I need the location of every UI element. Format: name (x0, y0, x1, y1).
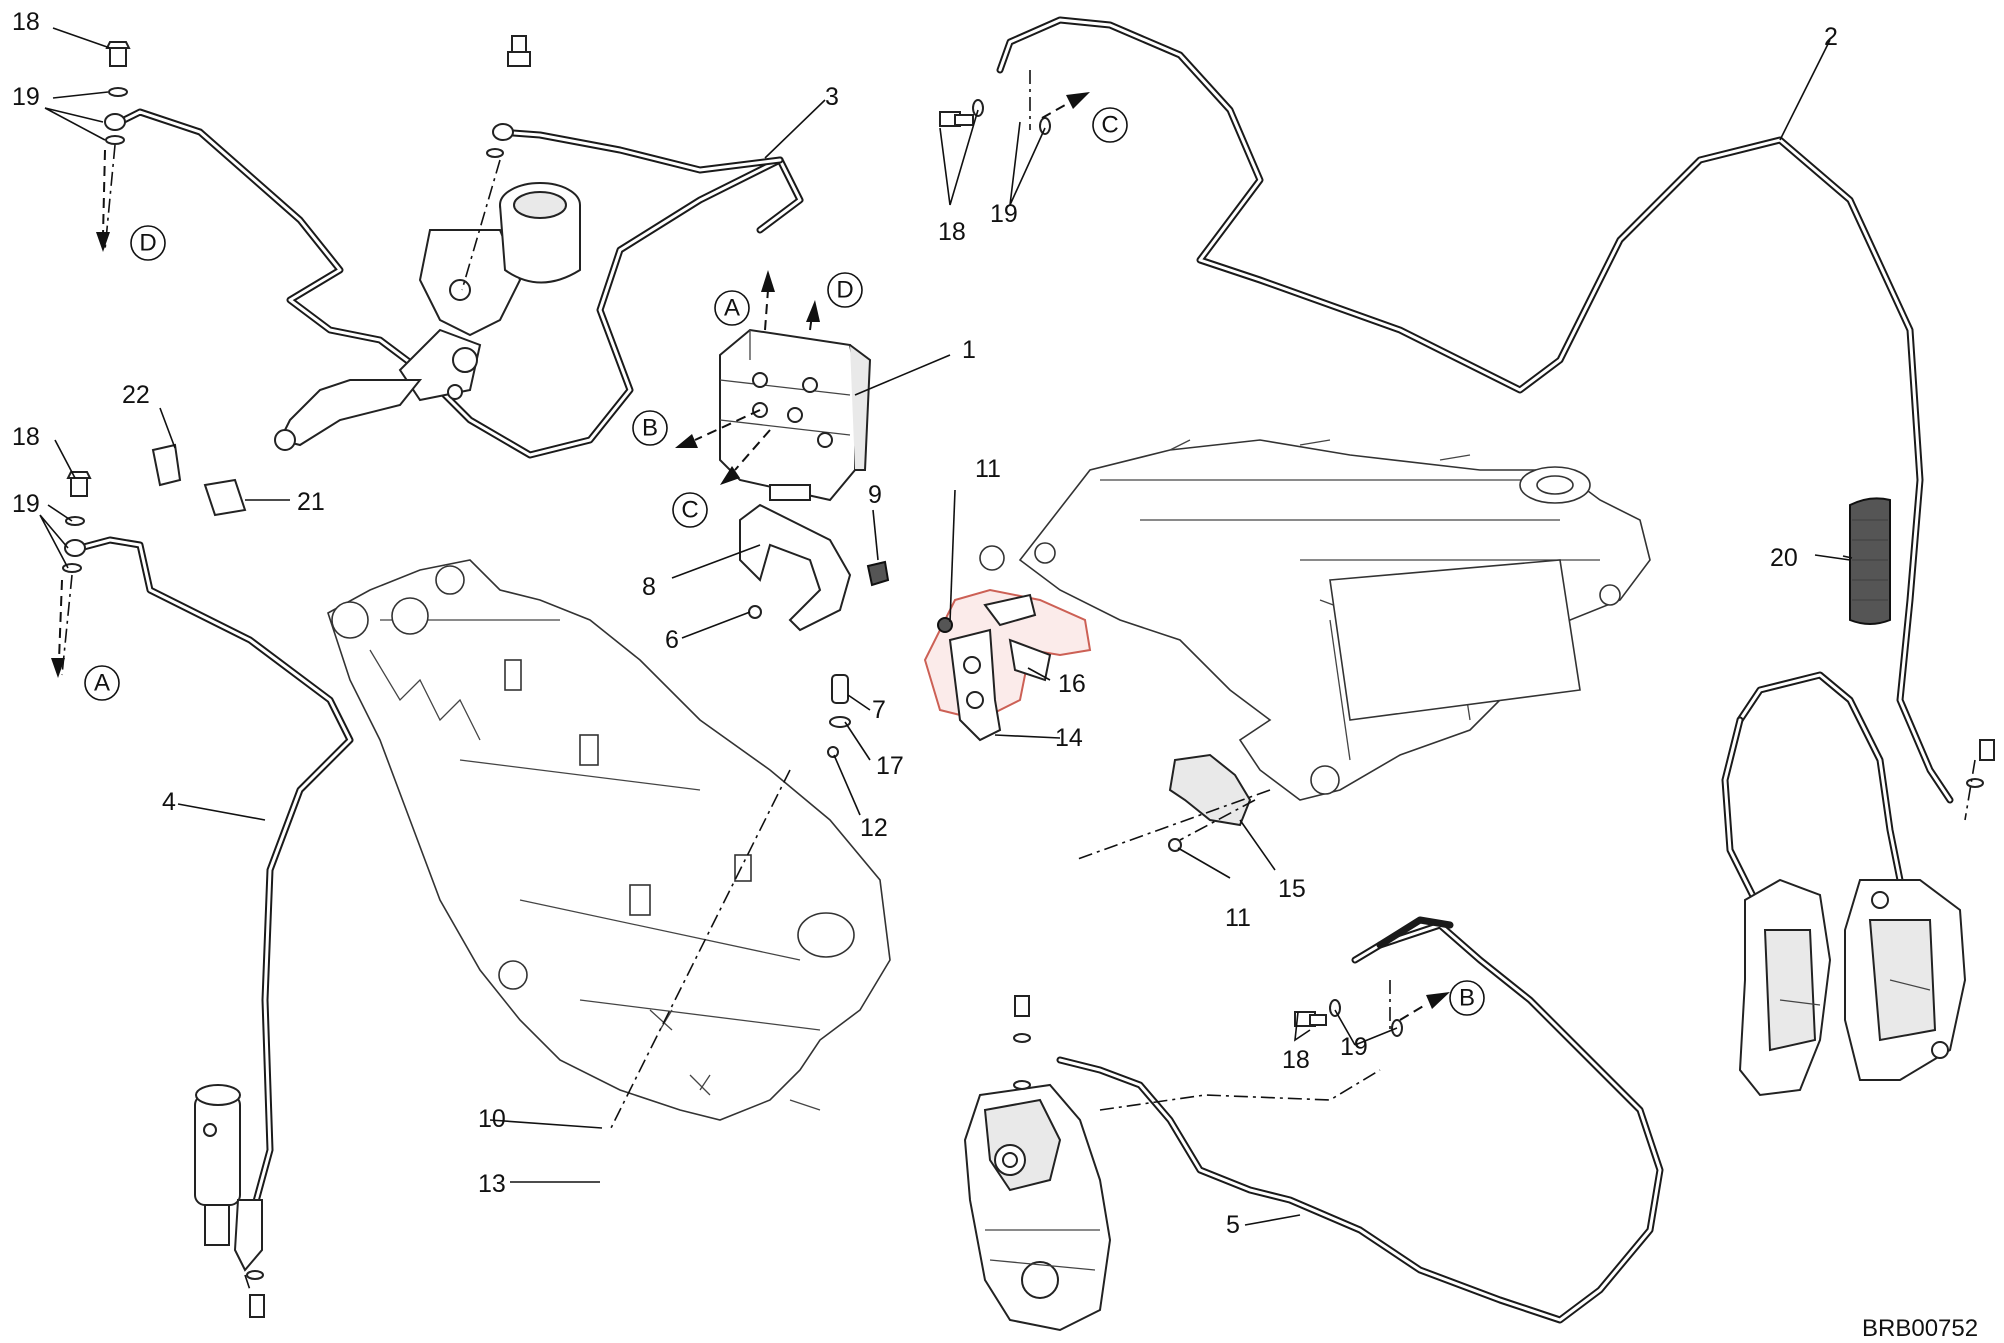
ref-a-abs: A (724, 295, 740, 322)
rear-brake-master-cylinder (194, 1084, 263, 1272)
callout-13: 13 (478, 1170, 506, 1198)
front-brake-calipers (1738, 878, 1967, 1097)
ref-b-right: B (1459, 985, 1475, 1012)
front-brake-master-cylinder (274, 182, 581, 451)
wheel-sensor-bracket (923, 588, 1092, 742)
motorcycle-frame (979, 439, 1651, 801)
callout-21: 21 (297, 488, 325, 516)
callout-18a: 18 (12, 8, 40, 36)
ref-a-left: A (94, 670, 110, 697)
spacer-7 (831, 674, 849, 704)
reference-markers: D A C B A D B C (84, 107, 1485, 1016)
protective-sleeve-20 (1849, 497, 1891, 625)
callout-18d: 18 (1282, 1046, 1310, 1074)
callout-12: 12 (860, 814, 888, 842)
ref-b-abs: B (642, 415, 658, 442)
callout-8: 8 (642, 573, 656, 601)
bracket-15 (1168, 753, 1252, 827)
callout-17: 17 (876, 752, 904, 780)
callout-1: 1 (962, 336, 976, 364)
callout-6: 6 (665, 626, 679, 654)
callout-2: 2 (1824, 23, 1838, 51)
callout-11a: 11 (975, 455, 1001, 483)
callout-19d: 19 (1340, 1033, 1368, 1061)
callout-20: 20 (1770, 544, 1798, 572)
callout-18b: 18 (12, 423, 40, 451)
abs-hydraulic-unit (719, 328, 872, 502)
callout-15: 15 (1278, 875, 1306, 903)
callout-19c: 19 (990, 200, 1018, 228)
callout-7: 7 (872, 696, 886, 724)
ref-c-top: C (1101, 112, 1118, 139)
screw-6 (748, 605, 762, 619)
callout-16: 16 (1058, 670, 1086, 698)
abs-port-arrows (51, 92, 1450, 1021)
callout-22: 22 (122, 381, 150, 409)
leader-lines (39, 27, 1853, 1226)
callout-11b: 11 (1225, 904, 1251, 932)
callout-9: 9 (868, 481, 882, 509)
hose-clip-21 (203, 478, 247, 517)
callout-19b: 19 (12, 490, 40, 518)
callout-14: 14 (1055, 724, 1083, 752)
callout-5: 5 (1226, 1211, 1240, 1239)
callout-19a: 19 (12, 83, 40, 111)
drawing-code: BRB00752 (1862, 1315, 1978, 1342)
brake-hoses (76, 16, 1954, 1324)
ref-c-abs: C (681, 497, 698, 524)
rear-brake-caliper (963, 1083, 1112, 1332)
grommet-9 (866, 560, 890, 587)
ref-d-abs: D (836, 277, 853, 304)
screw-12 (827, 746, 839, 758)
abs-bracket (739, 503, 852, 632)
callout-4: 4 (162, 788, 176, 816)
washer-17 (829, 716, 851, 728)
ref-d-top-left: D (139, 230, 156, 257)
hose-5 (1056, 921, 1664, 1324)
callout-labels: 1 2 3 4 5 6 7 8 9 10 11 11 12 13 14 15 1… (12, 8, 1838, 1239)
electronics-tray (327, 559, 891, 1121)
banjo-bolts (62, 35, 1995, 1318)
callout-10: 10 (478, 1105, 506, 1133)
hose-clip-22 (151, 443, 182, 487)
callout-3: 3 (825, 83, 839, 111)
callout-18c: 18 (938, 218, 966, 246)
